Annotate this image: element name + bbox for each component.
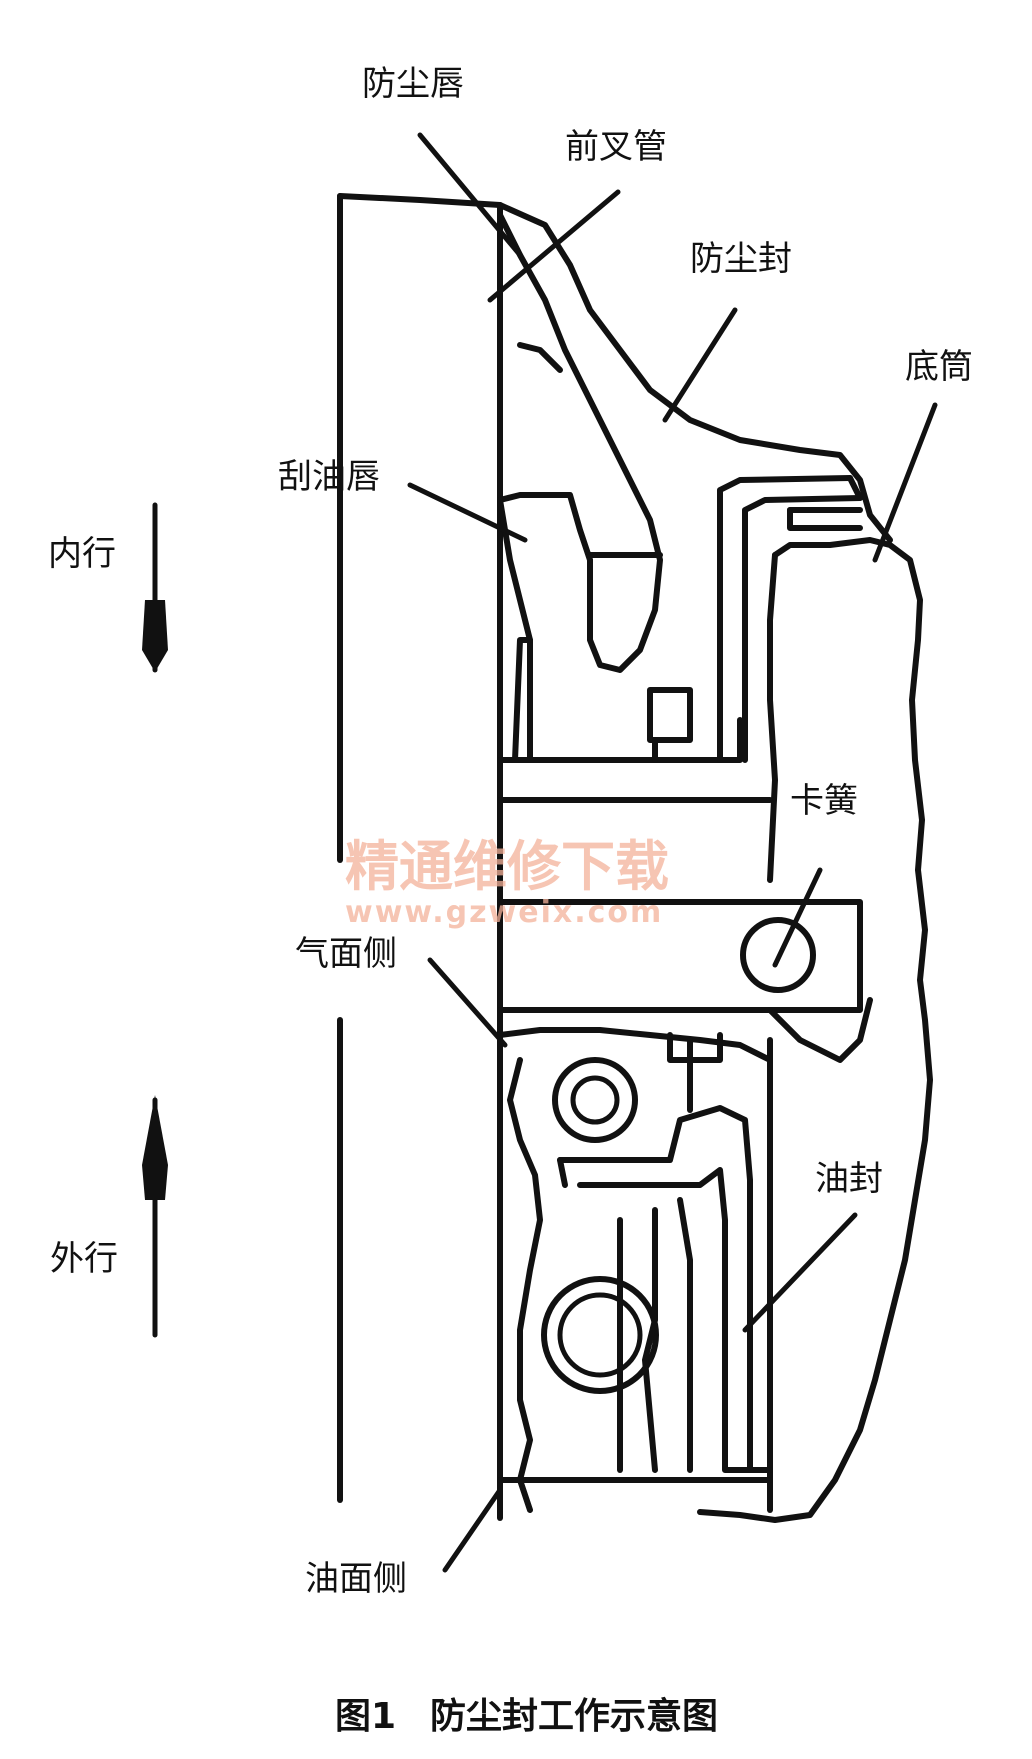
label-fork-tube: 前叉管 bbox=[565, 127, 667, 167]
leader-lines bbox=[407, 132, 938, 1573]
leader-bottom-tube bbox=[872, 402, 938, 563]
label-dust-lip: 防尘唇 bbox=[362, 64, 464, 104]
label-circlip: 卡簧 bbox=[790, 781, 858, 821]
leader-air-side bbox=[427, 957, 508, 1048]
label-oil-scraper-lip: 刮油唇 bbox=[278, 457, 380, 497]
label-oil-seal: 油封 bbox=[815, 1159, 883, 1199]
leader-circlip bbox=[772, 867, 823, 968]
bottom-tube-outline bbox=[697, 537, 933, 1523]
fork-tube-outline bbox=[337, 193, 503, 1521]
label-outer-stroke: 外行 bbox=[50, 1239, 118, 1279]
figure-number: 图1 bbox=[335, 1696, 396, 1737]
label-bottom-tube: 底筒 bbox=[905, 347, 973, 387]
watermark-url: www.gzweix.com bbox=[345, 895, 663, 930]
dust-seal-body bbox=[497, 202, 893, 763]
circlip-band bbox=[497, 797, 873, 1063]
oil-seal-body bbox=[497, 1027, 773, 1513]
outer-stroke-arrow bbox=[142, 1095, 168, 1338]
leader-fork-tube bbox=[487, 189, 621, 303]
leader-oil-side bbox=[442, 1487, 503, 1573]
label-inner-stroke: 内行 bbox=[48, 534, 116, 574]
leader-oil-scraper-lip bbox=[407, 482, 528, 543]
leader-oil-seal bbox=[742, 1212, 858, 1333]
leader-dust-lip bbox=[417, 132, 523, 258]
watermark-title: 精通维修下载 bbox=[345, 835, 669, 898]
inner-stroke-arrow bbox=[142, 502, 168, 673]
label-air-side: 气面侧 bbox=[295, 934, 397, 974]
figure-title: 防尘封工作示意图 bbox=[430, 1696, 718, 1737]
label-oil-side: 油面侧 bbox=[305, 1559, 407, 1599]
label-dust-seal: 防尘封 bbox=[690, 239, 792, 279]
leader-dust-seal bbox=[662, 307, 738, 423]
